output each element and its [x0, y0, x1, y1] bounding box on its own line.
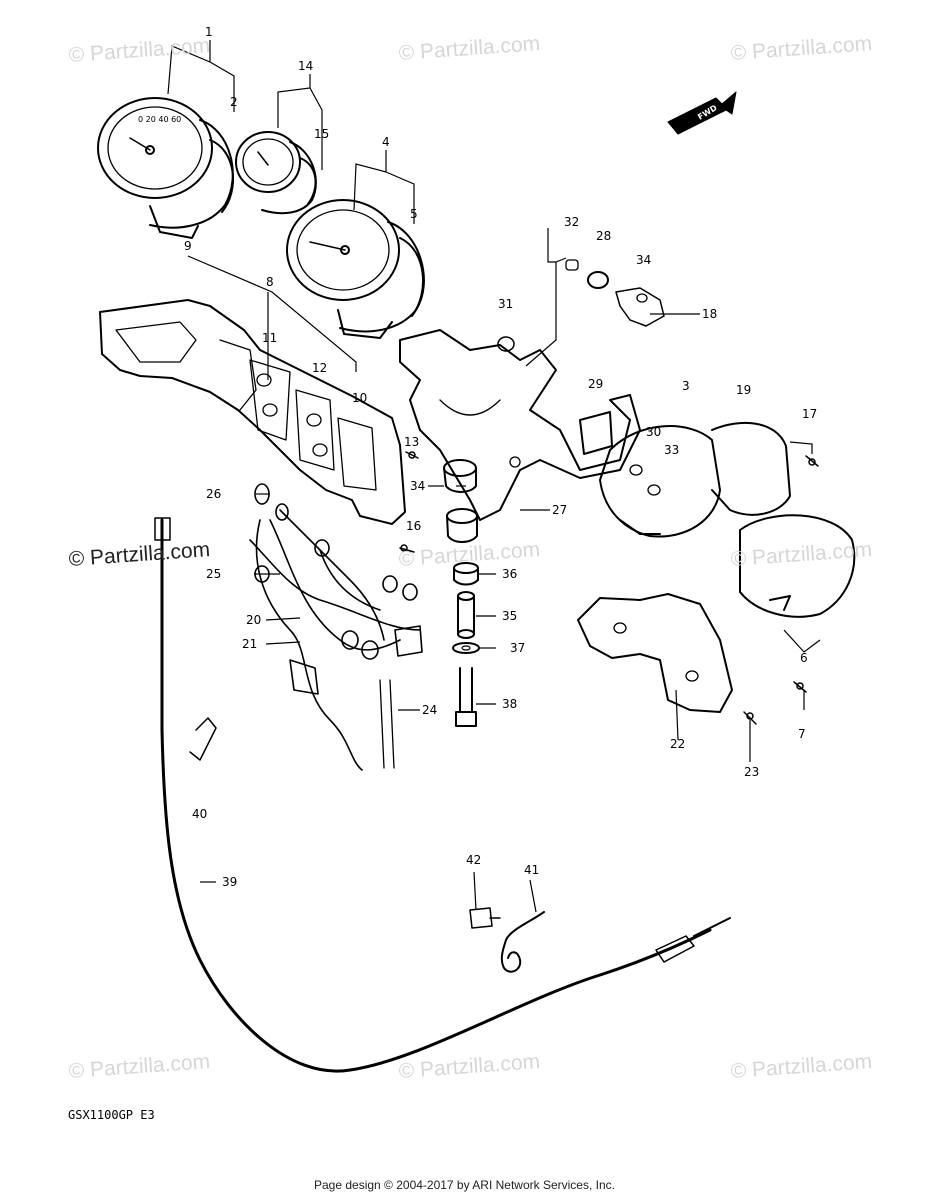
part-label: 29: [588, 377, 604, 391]
meter-covers-drawing: [599, 421, 856, 618]
meter-panel-drawing: [99, 299, 406, 525]
part-label: 23: [744, 765, 760, 779]
part-label: 31: [498, 297, 514, 311]
part-label: 3: [682, 379, 690, 393]
footer-copyright: Page design © 2004-2017 by ARI Network S…: [313, 1178, 615, 1192]
small-parts-drawing: [497, 259, 665, 455]
part-label: 9: [184, 239, 192, 253]
part-label: 24: [422, 703, 438, 717]
model-code: GSX1100GP E3: [68, 1108, 155, 1122]
part-label: 20: [246, 613, 262, 627]
part-label: 21: [242, 637, 258, 651]
fwd-arrow-shape: [667, 91, 737, 135]
leader-lines: [167, 40, 821, 913]
part-label: 27: [552, 503, 568, 517]
part-label: 34: [410, 479, 426, 493]
tachometer-drawing: [286, 199, 425, 339]
part-label: 16: [406, 519, 422, 533]
part-label: 33: [664, 443, 680, 457]
part-label: 4: [382, 135, 390, 149]
small-gauge-drawing: [235, 131, 317, 215]
part-label: 12: [312, 361, 328, 375]
main-bracket-drawing: [399, 329, 641, 521]
part-label: 7: [798, 727, 806, 741]
part-label: 39: [222, 875, 238, 889]
part-label: 8: [266, 275, 274, 289]
clip-and-bolt-drawing: [469, 907, 545, 973]
part-label: 41: [524, 863, 540, 877]
mount-stack-drawing: [443, 459, 480, 727]
lower-bracket-drawing: [577, 593, 733, 713]
part-label: 6: [800, 651, 808, 665]
screws-drawing: [399, 451, 819, 725]
part-label: 15: [314, 127, 330, 141]
wiring-harness-drawing: [249, 483, 423, 771]
part-label: 25: [206, 567, 222, 581]
svg-text:0 20 40 60: 0 20 40 60: [138, 115, 181, 124]
part-label: 28: [596, 229, 612, 243]
part-label: 36: [502, 567, 518, 581]
part-label: 19: [736, 383, 752, 397]
speedometer-cable-drawing: [154, 517, 731, 1073]
part-label: 26: [206, 487, 222, 501]
part-label: 38: [502, 697, 518, 711]
part-label: 42: [466, 853, 482, 867]
part-label: 17: [802, 407, 818, 421]
part-label: 5: [410, 207, 418, 221]
part-label: 40: [192, 807, 208, 821]
part-label: 30: [646, 425, 662, 439]
part-label: 37: [510, 641, 526, 655]
part-label: 35: [502, 609, 518, 623]
part-label: 32: [564, 215, 580, 229]
part-label: 34: [636, 253, 652, 267]
speedometer-drawing: 0 20 40 60: [97, 97, 235, 239]
part-label: 1: [205, 25, 213, 39]
part-label: 22: [670, 737, 686, 751]
part-label: 14: [298, 59, 314, 73]
part-label: 13: [404, 435, 420, 449]
part-label: 11: [262, 331, 278, 345]
part-label: 2: [230, 95, 238, 109]
part-label: 10: [352, 391, 368, 405]
part-label: 18: [702, 307, 718, 321]
